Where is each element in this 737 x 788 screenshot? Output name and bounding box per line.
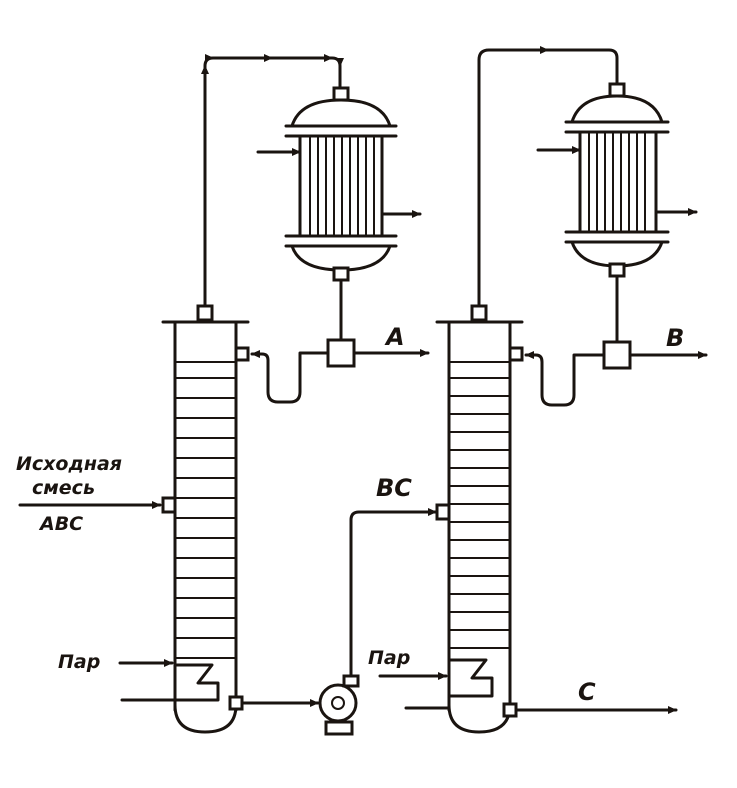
column-1 [161,304,250,734]
condenser-1 [256,86,422,282]
label-feed-1: Исходная [16,453,122,475]
label-steam-right: Пар [368,647,410,669]
reboiler-coil-2 [447,658,494,698]
label-feed-3: АВС [38,513,83,535]
distillate-receiver-1 [326,338,356,368]
label-feed-2: смесь [32,477,95,499]
label-bc: ВС [376,474,412,502]
distillate-receiver-2 [602,340,632,370]
column-2 [435,304,524,734]
label-product-a: А [384,323,405,351]
reboiler-coil-1 [173,663,220,702]
condenser-2 [536,82,698,278]
label-steam-left: Пар [58,651,100,673]
column-1-trays [175,361,236,659]
pump [318,674,360,736]
column-2-trays [449,361,510,649]
label-product-b: В [666,324,684,352]
label-product-c: С [578,678,596,706]
